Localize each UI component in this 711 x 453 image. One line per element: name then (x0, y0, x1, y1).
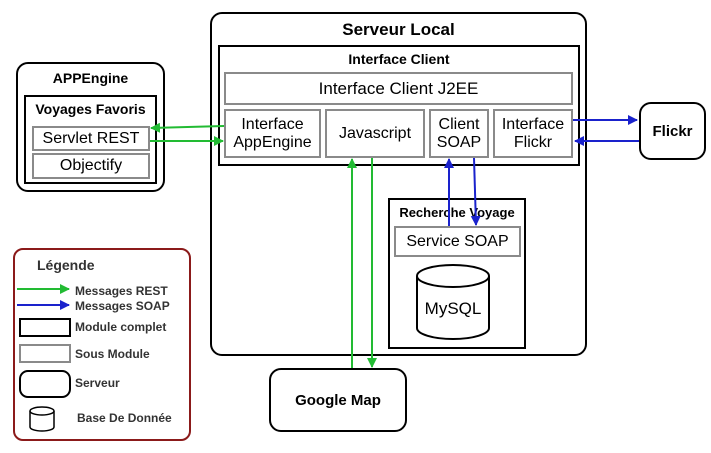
recherche-voyage-module: Recherche Voyage (388, 198, 526, 349)
legend-database-label: Base De Donnée (77, 411, 172, 425)
servlet-rest-submodule: Servlet REST (32, 126, 150, 151)
servlet-rest-label: Servlet REST (42, 129, 140, 147)
legend-server-label: Serveur (75, 376, 120, 390)
javascript-label: Javascript (338, 124, 412, 142)
service-soap-label: Service SOAP (406, 232, 509, 250)
interface-appengine-submodule: Interface AppEngine (224, 109, 321, 158)
interface-client-j2ee-label: Interface Client J2EE (318, 78, 479, 98)
flickr-title: Flickr (652, 122, 693, 140)
flickr-server: Flickr (639, 102, 706, 160)
interface-client-title: Interface Client (348, 51, 450, 67)
legend-box: Légende Messages REST Messages SOAP Modu… (13, 248, 191, 441)
google-map-server: Google Map (269, 368, 407, 432)
client-soap-submodule: Client SOAP (429, 109, 489, 158)
legend-submodule-swatch (19, 344, 71, 363)
legend-title: Légende (37, 257, 95, 273)
interface-flickr-submodule: Interface Flickr (493, 109, 573, 158)
legend-module-label: Module complet (75, 320, 167, 334)
interface-flickr-label-line1: Interface (501, 115, 565, 133)
service-soap-submodule: Service SOAP (394, 226, 521, 257)
interface-appengine-label-line2: AppEngine (233, 133, 312, 151)
appengine-title: APPEngine (52, 70, 129, 86)
interface-appengine-label-line1: Interface (241, 115, 304, 133)
client-soap-label-line2: SOAP (436, 133, 482, 151)
interface-flickr-label-line2: Flickr (513, 133, 553, 151)
mysql-label: MySQL (424, 299, 482, 318)
voyages-favoris-title: Voyages Favoris (35, 101, 146, 117)
serveur-local-title: Serveur Local (342, 20, 455, 39)
objectify-label: Objectify (59, 157, 123, 174)
client-soap-label-line1: Client (438, 115, 480, 133)
recherche-voyage-title: Recherche Voyage (399, 205, 515, 220)
legend-rest-label: Messages REST (75, 284, 168, 298)
objectify-submodule: Objectify (32, 153, 150, 179)
legend-soap-label: Messages SOAP (75, 299, 170, 313)
interface-client-j2ee-submodule: Interface Client J2EE (224, 72, 573, 105)
javascript-submodule: Javascript (325, 109, 425, 158)
google-map-title: Google Map (295, 391, 381, 409)
legend-submodule-label: Sous Module (75, 347, 150, 361)
legend-server-swatch (19, 370, 71, 398)
legend-module-swatch (19, 318, 71, 337)
